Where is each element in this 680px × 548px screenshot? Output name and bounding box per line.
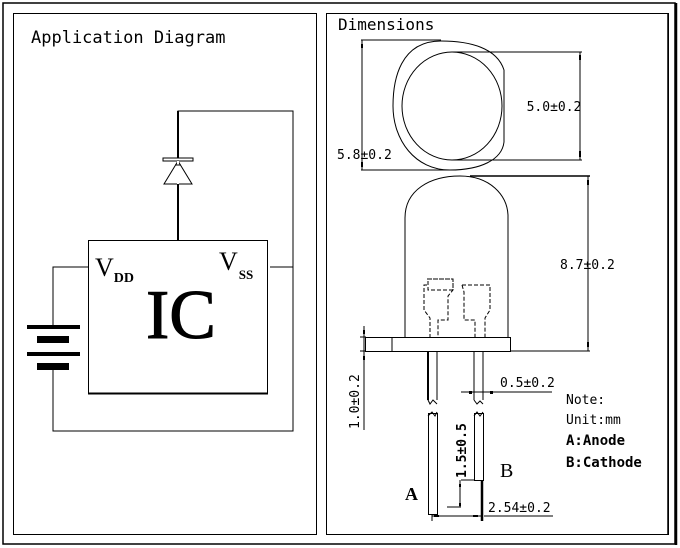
dim-flange-thickness: 1.0±0.2 xyxy=(348,374,363,429)
note-unit: Unit:mm xyxy=(566,413,621,428)
ic-block xyxy=(88,240,268,394)
wire-battery-top xyxy=(52,266,88,326)
notes-block: Note: Unit:mm A:Anode B:Cathode xyxy=(566,393,642,471)
wire-battery-bottom xyxy=(52,267,294,432)
dim-standoff: 1.5±0.5 xyxy=(455,423,470,478)
vss-label: VSS xyxy=(219,247,253,282)
anode-label: A xyxy=(405,484,418,504)
led-top-view xyxy=(361,39,582,171)
dim-lead-spacing: 2.54±0.2 xyxy=(488,501,551,516)
dim-flange-diameter: 5.8±0.2 xyxy=(337,148,392,163)
application-diagram-title: Application Diagram xyxy=(31,28,225,48)
dimensions-title: Dimensions xyxy=(338,15,434,34)
cathode-label: B xyxy=(500,460,513,482)
battery-icon xyxy=(27,325,80,370)
note-anode: A:Anode xyxy=(566,433,625,449)
note-heading: Note: xyxy=(566,393,605,408)
led-side-view xyxy=(365,175,590,352)
application-diagram-panel: Application Diagram IC VDD VSS xyxy=(13,13,317,535)
dim-lead-width: 0.5±0.2 xyxy=(500,376,555,391)
vdd-label: VDD xyxy=(95,253,134,286)
left-panel-frame xyxy=(13,13,317,535)
dim-body-diameter: 5.0±0.2 xyxy=(527,100,582,115)
note-cathode: B:Cathode xyxy=(566,455,642,471)
ic-label: IC xyxy=(146,277,216,354)
led-diode-icon xyxy=(162,157,194,185)
dim-height: 8.7±0.2 xyxy=(560,258,615,273)
dimensions-panel: Dimensions 5.0±0.2 5.8±0.2 xyxy=(326,13,669,535)
led-leads xyxy=(427,351,484,521)
